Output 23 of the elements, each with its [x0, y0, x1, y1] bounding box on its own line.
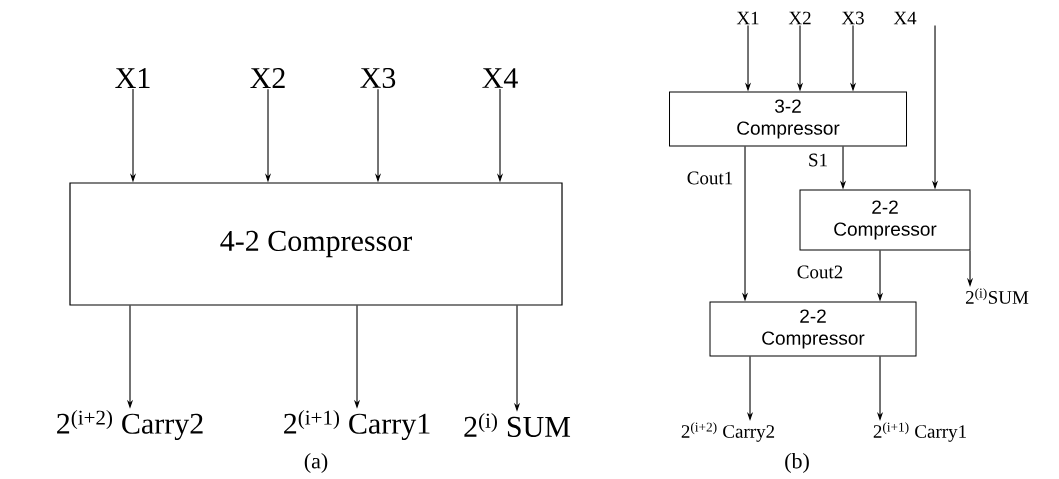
signal-label: X2 [250, 68, 285, 88]
signal-label: X4 [893, 11, 917, 25]
edge-label: Cout1 [685, 170, 735, 186]
compressor-box: 2-2 Compressor [709, 301, 917, 357]
signal-label: 2$^{(i)}$ SUM [464, 413, 571, 437]
edge-label: Cout2 [795, 264, 845, 280]
signal-label: 2$^{(i+1)}$ Carry1 [873, 422, 966, 442]
signal-label: X1 [736, 11, 759, 25]
panel-label: (b) [785, 453, 809, 473]
compressor-box: 4-2 Compressor [69, 182, 563, 306]
compressor-box: 3-2 Compressor [669, 91, 907, 147]
compressor-box: 2-2 Compressor [799, 189, 971, 251]
signal-label: X3 [841, 11, 864, 25]
signal-label: 2$^{(i)}$SUM [966, 288, 1029, 304]
signal-label: X2 [788, 11, 811, 25]
signal-label: X4 [482, 68, 518, 88]
signal-label: X1 [115, 68, 150, 88]
signal-label: 2$^{(i+2)}$ Carry2 [57, 409, 203, 441]
edge-label: S1 [807, 152, 830, 168]
signal-label: 2$^{(i+2)}$ Carry2 [681, 422, 775, 442]
signal-label: X3 [360, 67, 396, 89]
panel-label: (a) [304, 453, 328, 473]
signal-label: 2$^{(i+1)}$ Carry1 [284, 409, 430, 441]
